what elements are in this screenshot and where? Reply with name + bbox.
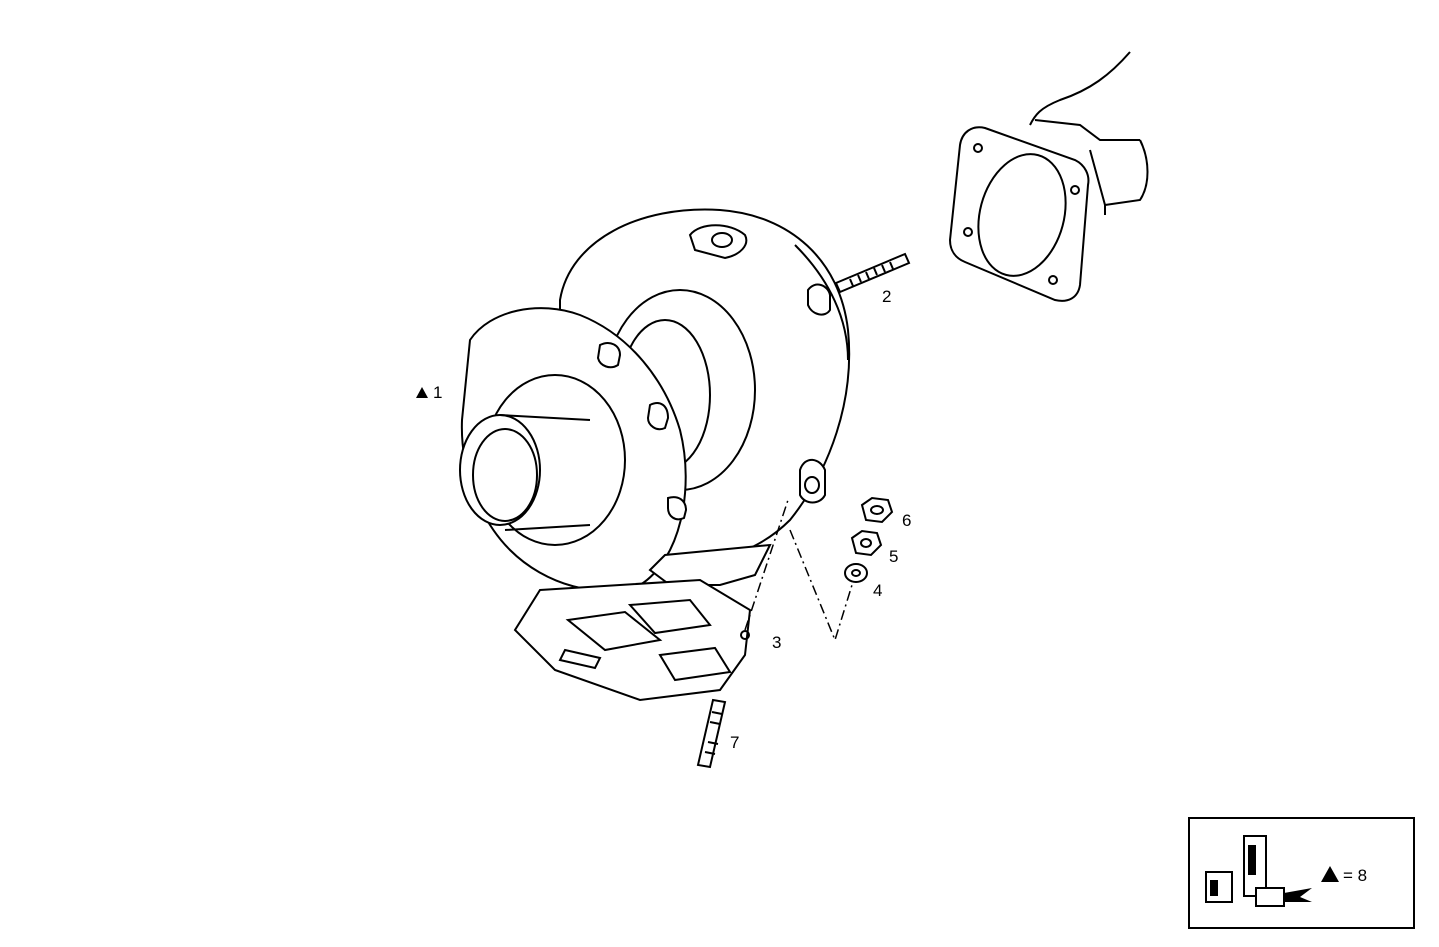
- callout-3: 3: [772, 633, 781, 652]
- washer-part-4: [844, 563, 868, 583]
- stud-part-7: [696, 698, 727, 769]
- nut-part-6: [860, 496, 894, 524]
- legend-equals-8: = 8: [1343, 866, 1367, 885]
- repair-kit-legend: = 8: [1188, 817, 1415, 929]
- triangle-marker-icon: [416, 387, 428, 398]
- callout-4: 4: [873, 581, 882, 600]
- repair-kit-icon: [1205, 835, 1312, 907]
- stud-part-2: [834, 252, 911, 294]
- nut-part-5: [850, 529, 883, 557]
- callout-2: 2: [882, 287, 891, 306]
- callout-5: 5: [889, 547, 898, 566]
- compressor-housing: [459, 307, 688, 592]
- exhaust-manifold: [948, 51, 1149, 302]
- assembly-leader-lines: [744, 499, 853, 643]
- callout-6: 6: [902, 511, 911, 530]
- triangle-marker-icon: [1321, 866, 1339, 882]
- callout-7: 7: [730, 733, 739, 752]
- callout-1: 1: [433, 383, 442, 402]
- gasket-part-3: [513, 543, 772, 702]
